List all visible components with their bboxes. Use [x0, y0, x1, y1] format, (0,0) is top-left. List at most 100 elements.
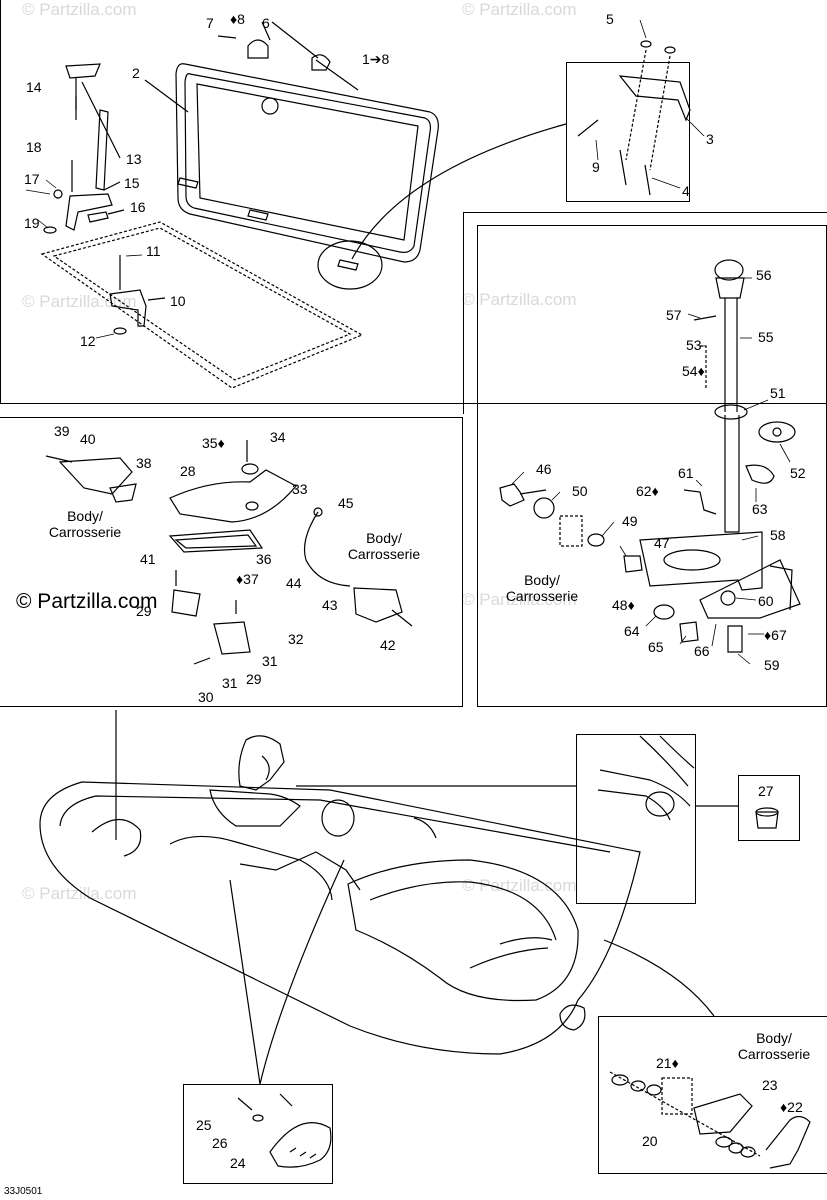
- body-label: Body/ Carrosserie: [40, 508, 130, 540]
- callout-29: 29: [136, 603, 152, 619]
- panel-tow-eye: [598, 1016, 827, 1174]
- callout-4: 4: [682, 183, 690, 199]
- callout-66: 66: [694, 643, 710, 659]
- callout-21: 21♦: [656, 1055, 679, 1071]
- callout-32: 32: [288, 631, 304, 647]
- callout-47: 47: [654, 535, 670, 551]
- callout-67: ♦67: [764, 627, 787, 643]
- callout-6: 6: [262, 15, 270, 31]
- callout-31: 31: [222, 675, 238, 691]
- panel-light: [183, 1084, 333, 1184]
- callout-23: 23: [762, 1077, 778, 1093]
- callout-18: 18: [26, 139, 42, 155]
- hatch-frame: [175, 63, 439, 263]
- body-label-line-2: Carrosserie: [505, 588, 579, 604]
- drop-icon: ♦: [651, 483, 659, 499]
- callout-56: 56: [756, 267, 772, 283]
- callout-34: 34: [270, 429, 286, 445]
- drop-icon: ♦: [627, 597, 635, 613]
- drop-icon: ♦: [764, 627, 772, 643]
- body-label: Body/ Carrosserie: [494, 572, 590, 604]
- hatch-latches: [177, 35, 359, 271]
- watermark: © Partzilla.com: [22, 884, 137, 903]
- callout-17: 17: [24, 171, 40, 187]
- drop-icon: ♦: [671, 1055, 679, 1071]
- drop-icon: ♦: [780, 1099, 788, 1115]
- callout-26: 26: [212, 1135, 228, 1151]
- callout-59: 59: [764, 657, 780, 673]
- callout-12: 12: [80, 333, 96, 349]
- callout-28: 28: [180, 463, 196, 479]
- steering-fasteners: [499, 483, 743, 653]
- drop-icon: ♦: [236, 571, 244, 587]
- callout-51: 51: [770, 385, 786, 401]
- callout-10: 10: [170, 293, 186, 309]
- callout-53: 53: [686, 337, 702, 353]
- watermark: © Partzilla.com: [462, 876, 577, 895]
- callout-15: 15: [124, 175, 140, 191]
- callout-30: 30: [198, 689, 214, 705]
- callout-16: 16: [130, 199, 146, 215]
- watermark: © Partzilla.com: [462, 290, 577, 309]
- callout-58: 58: [770, 527, 786, 543]
- callout-46: 46: [536, 461, 552, 477]
- callout-43: 43: [322, 597, 338, 613]
- hatch-callout-leaders: [75, 21, 567, 301]
- callout-27: 27: [758, 783, 774, 799]
- callout-52: 52: [790, 465, 806, 481]
- panel-seat: [0, 417, 463, 707]
- panel-console-inset: [576, 734, 696, 904]
- callout-50: 50: [572, 483, 588, 499]
- callout-20: 20: [642, 1133, 658, 1149]
- body-label-line-1: Body/: [67, 508, 103, 524]
- steering-bracket: [639, 531, 801, 619]
- diagram-code: 33J0501: [4, 1186, 43, 1197]
- callout-25: 25: [196, 1117, 212, 1133]
- panel-hatch: [0, 0, 827, 404]
- callout-45: 45: [338, 495, 354, 511]
- callout-5: 5: [606, 11, 614, 27]
- grommet: [755, 807, 779, 829]
- watermark: © Partzilla.com: [22, 292, 137, 311]
- boat-hull: [39, 710, 738, 1085]
- callout-2: 2: [132, 65, 140, 81]
- callout-57: 57: [666, 307, 682, 323]
- callout-63: 63: [752, 501, 768, 517]
- callout-9: 9: [592, 159, 600, 175]
- callout-35: 35♦: [202, 435, 225, 451]
- body-label-line-2: Carrosserie: [347, 546, 421, 562]
- callout-49: 49: [622, 513, 638, 529]
- watermark-main: © Partzilla.com: [16, 590, 158, 613]
- callout-29: 29: [246, 671, 262, 687]
- callout-24: 24: [230, 1155, 246, 1171]
- callout-7: 7: [206, 15, 214, 31]
- callout-61: 61: [678, 465, 694, 481]
- watermark: © Partzilla.com: [462, 590, 577, 609]
- watermark: © Partzilla.com: [462, 0, 577, 19]
- seat-parts: [45, 440, 413, 665]
- callout-11: 11: [146, 243, 161, 259]
- callout-64: 64: [624, 623, 640, 639]
- callout-38: 38: [136, 455, 152, 471]
- callout-36: 36: [256, 551, 272, 567]
- console-inset: [597, 735, 695, 821]
- body-label-line-1: Body/: [366, 530, 402, 546]
- drop-icon: ♦: [697, 363, 705, 379]
- steering-column: [683, 259, 796, 533]
- callout-60: 60: [758, 593, 774, 609]
- panel-steering-column: [463, 212, 827, 414]
- callout-48: 48♦: [612, 597, 635, 613]
- callout-55: 55: [758, 329, 774, 345]
- hatch-inset-parts: [577, 40, 691, 196]
- tow-eye-parts: [609, 1071, 811, 1169]
- callout-62: 62♦: [636, 483, 659, 499]
- callout-41: 41: [140, 551, 156, 567]
- callout-31: 31: [262, 653, 278, 669]
- callout-44: 44: [286, 575, 302, 591]
- body-label: Body/ Carrosserie: [336, 530, 432, 562]
- callout-42: 42: [380, 637, 396, 653]
- hatch-opening: [40, 221, 364, 389]
- callout-8: ♦8: [230, 11, 245, 27]
- callout-54: 54♦: [682, 363, 705, 379]
